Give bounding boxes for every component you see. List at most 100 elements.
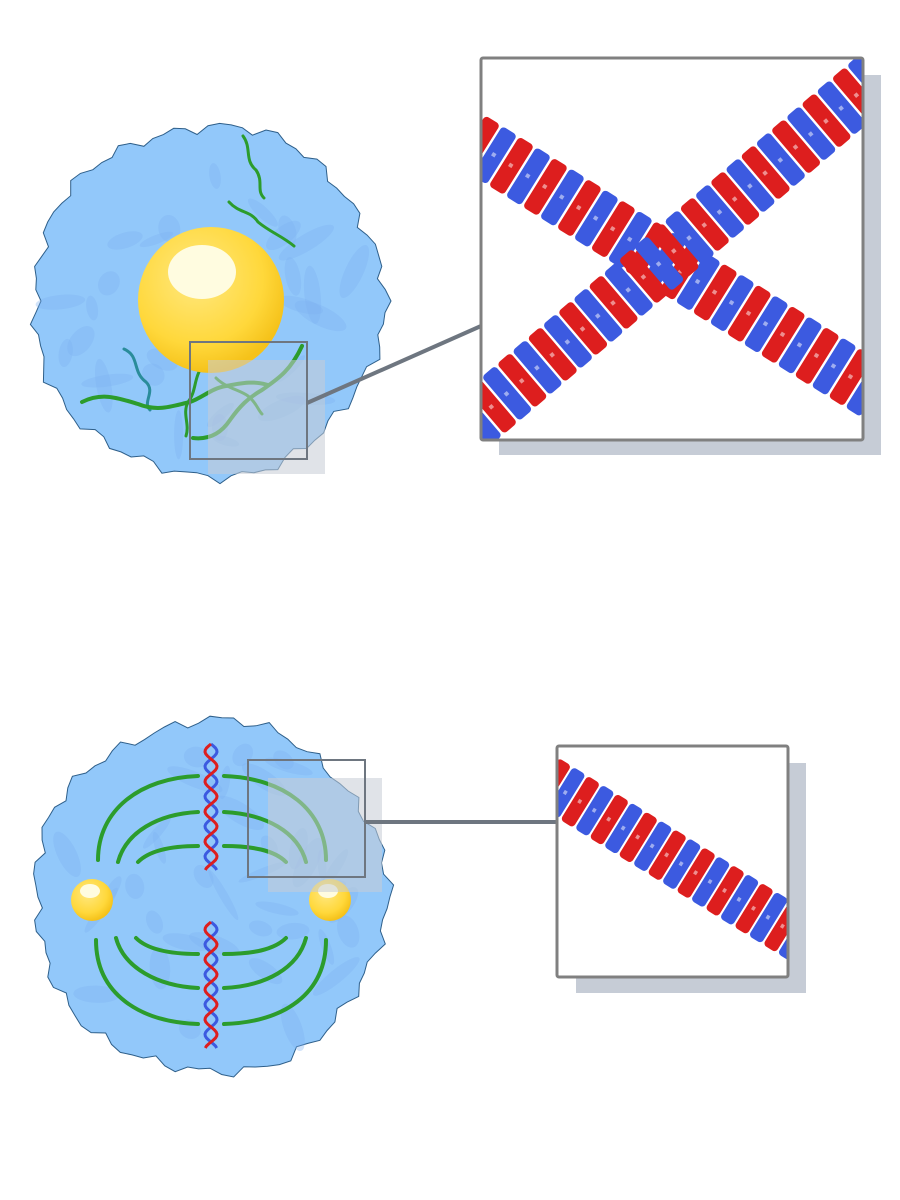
tubulin-ring (481, 116, 499, 173)
tubulin-ring (848, 58, 863, 108)
ring-highlight (491, 152, 497, 158)
ring-highlight (847, 373, 854, 380)
texture-blob (58, 338, 73, 368)
texture-blob (86, 295, 99, 321)
texture-blob (276, 922, 310, 940)
ring-highlight (664, 852, 670, 858)
ring-highlight (488, 403, 495, 410)
texture-blob (145, 910, 164, 934)
texture-blob (107, 231, 143, 250)
ring-highlight (508, 162, 514, 169)
ring-highlight (678, 861, 684, 867)
texture-blob (53, 831, 81, 877)
microtubule-filament (557, 759, 788, 960)
texture-blob (209, 163, 221, 189)
texture-blob (278, 224, 334, 261)
ring-highlight (693, 870, 699, 876)
texture-blob (162, 933, 209, 952)
ring-highlight (579, 326, 586, 332)
texture-blob (278, 295, 323, 315)
single-microtubule (557, 759, 788, 960)
ring-highlight (731, 196, 738, 202)
ring-highlight (558, 194, 565, 200)
interphase-panel (29, 56, 888, 485)
ring-highlight (655, 261, 662, 267)
ring-highlight (606, 816, 612, 822)
texture-blob (284, 257, 302, 296)
ring-highlight (592, 215, 599, 221)
mitosis-panel (33, 715, 806, 1078)
ring-highlight (736, 896, 742, 902)
texture-blob (247, 198, 278, 227)
texture-blob (264, 757, 313, 776)
chromosome-strands (203, 742, 219, 1049)
texture-blob (337, 915, 360, 948)
ring-highlight (728, 299, 735, 306)
ring-highlight (518, 378, 525, 384)
tubulin-ring (481, 393, 501, 440)
ring-highlight (610, 300, 616, 306)
ring-highlight (711, 289, 718, 295)
texture-blob (248, 920, 273, 937)
microtubule-fiber (227, 200, 296, 248)
ring-highlight (779, 923, 785, 929)
ring-highlight (577, 798, 583, 804)
texture-blob (255, 901, 299, 916)
tubulin-ring (846, 359, 863, 416)
ring-highlight (562, 789, 568, 796)
ring-highlight (716, 209, 723, 215)
zoom-region-box (189, 341, 308, 460)
texture-blob (294, 300, 347, 332)
texture-blob (189, 932, 240, 956)
ring-highlight (750, 905, 756, 911)
texture-blob (183, 746, 210, 768)
texture-blob (339, 245, 370, 298)
texture-blob (81, 373, 134, 388)
ring-highlight (474, 141, 480, 147)
texture-blob (125, 873, 145, 899)
texture-blob (174, 410, 184, 460)
ring-highlight (609, 225, 616, 232)
zoom-frame-border (479, 56, 865, 442)
texture-blob (152, 831, 166, 864)
ring-highlight (882, 395, 888, 401)
ring-highlight (747, 183, 753, 189)
microtubule-fiber (241, 134, 266, 200)
ring-highlight (745, 310, 752, 316)
ring-highlight (779, 331, 786, 338)
texture-blob (142, 363, 165, 386)
texture-blob (266, 220, 301, 251)
texture-blob (218, 765, 231, 800)
ring-highlight (473, 417, 479, 423)
ring-highlight (722, 887, 728, 894)
texture-blob (98, 271, 120, 296)
ring-highlight (635, 834, 641, 840)
chromatid-strand (203, 742, 219, 871)
zoom-region-shadow (268, 778, 382, 892)
texture-blob (67, 326, 95, 357)
chromatid-strand (203, 920, 219, 1049)
ring-highlight (541, 183, 548, 190)
texture-blob (280, 1003, 305, 1051)
ring-highlight (591, 807, 597, 813)
ring-highlight (823, 118, 829, 124)
nucleolus-highlight (168, 245, 236, 299)
ring-highlight (670, 248, 677, 254)
centrosome-left (71, 879, 113, 921)
texture-blob (143, 817, 171, 849)
texture-blob (193, 865, 214, 888)
microtubule-filament (473, 58, 863, 440)
nucleolus (138, 227, 284, 373)
ring-highlight (640, 274, 647, 280)
ring-highlight (830, 363, 837, 369)
texture-blob (95, 358, 113, 413)
ring-highlight (649, 843, 655, 849)
ring-highlight (575, 204, 582, 211)
ring-highlight (534, 365, 540, 371)
ring-highlight (701, 222, 708, 228)
ring-highlight (813, 352, 820, 359)
ring-highlight (625, 287, 632, 293)
spindle-fibers (94, 774, 328, 1026)
microtubule-fiber (184, 368, 202, 438)
